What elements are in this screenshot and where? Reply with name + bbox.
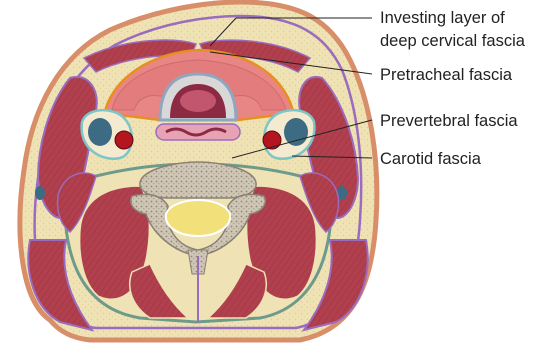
right-carotid-artery xyxy=(263,131,281,149)
label-investing-line-2: deep cervical fascia xyxy=(380,32,526,50)
left-external-jugular-vein xyxy=(35,186,45,200)
left-carotid-artery xyxy=(115,131,133,149)
label-carotid: Carotid fascia xyxy=(380,150,482,168)
spinal-cord xyxy=(166,200,230,236)
label-investing-line-1: Investing layer of xyxy=(380,9,505,27)
label-prevertebral: Prevertebral fascia xyxy=(380,112,518,130)
trachea-lumen-highlight xyxy=(180,90,216,112)
label-pretracheal: Pretracheal fascia xyxy=(380,66,513,84)
right-jugular-vein xyxy=(284,118,308,146)
left-jugular-vein xyxy=(88,118,112,146)
